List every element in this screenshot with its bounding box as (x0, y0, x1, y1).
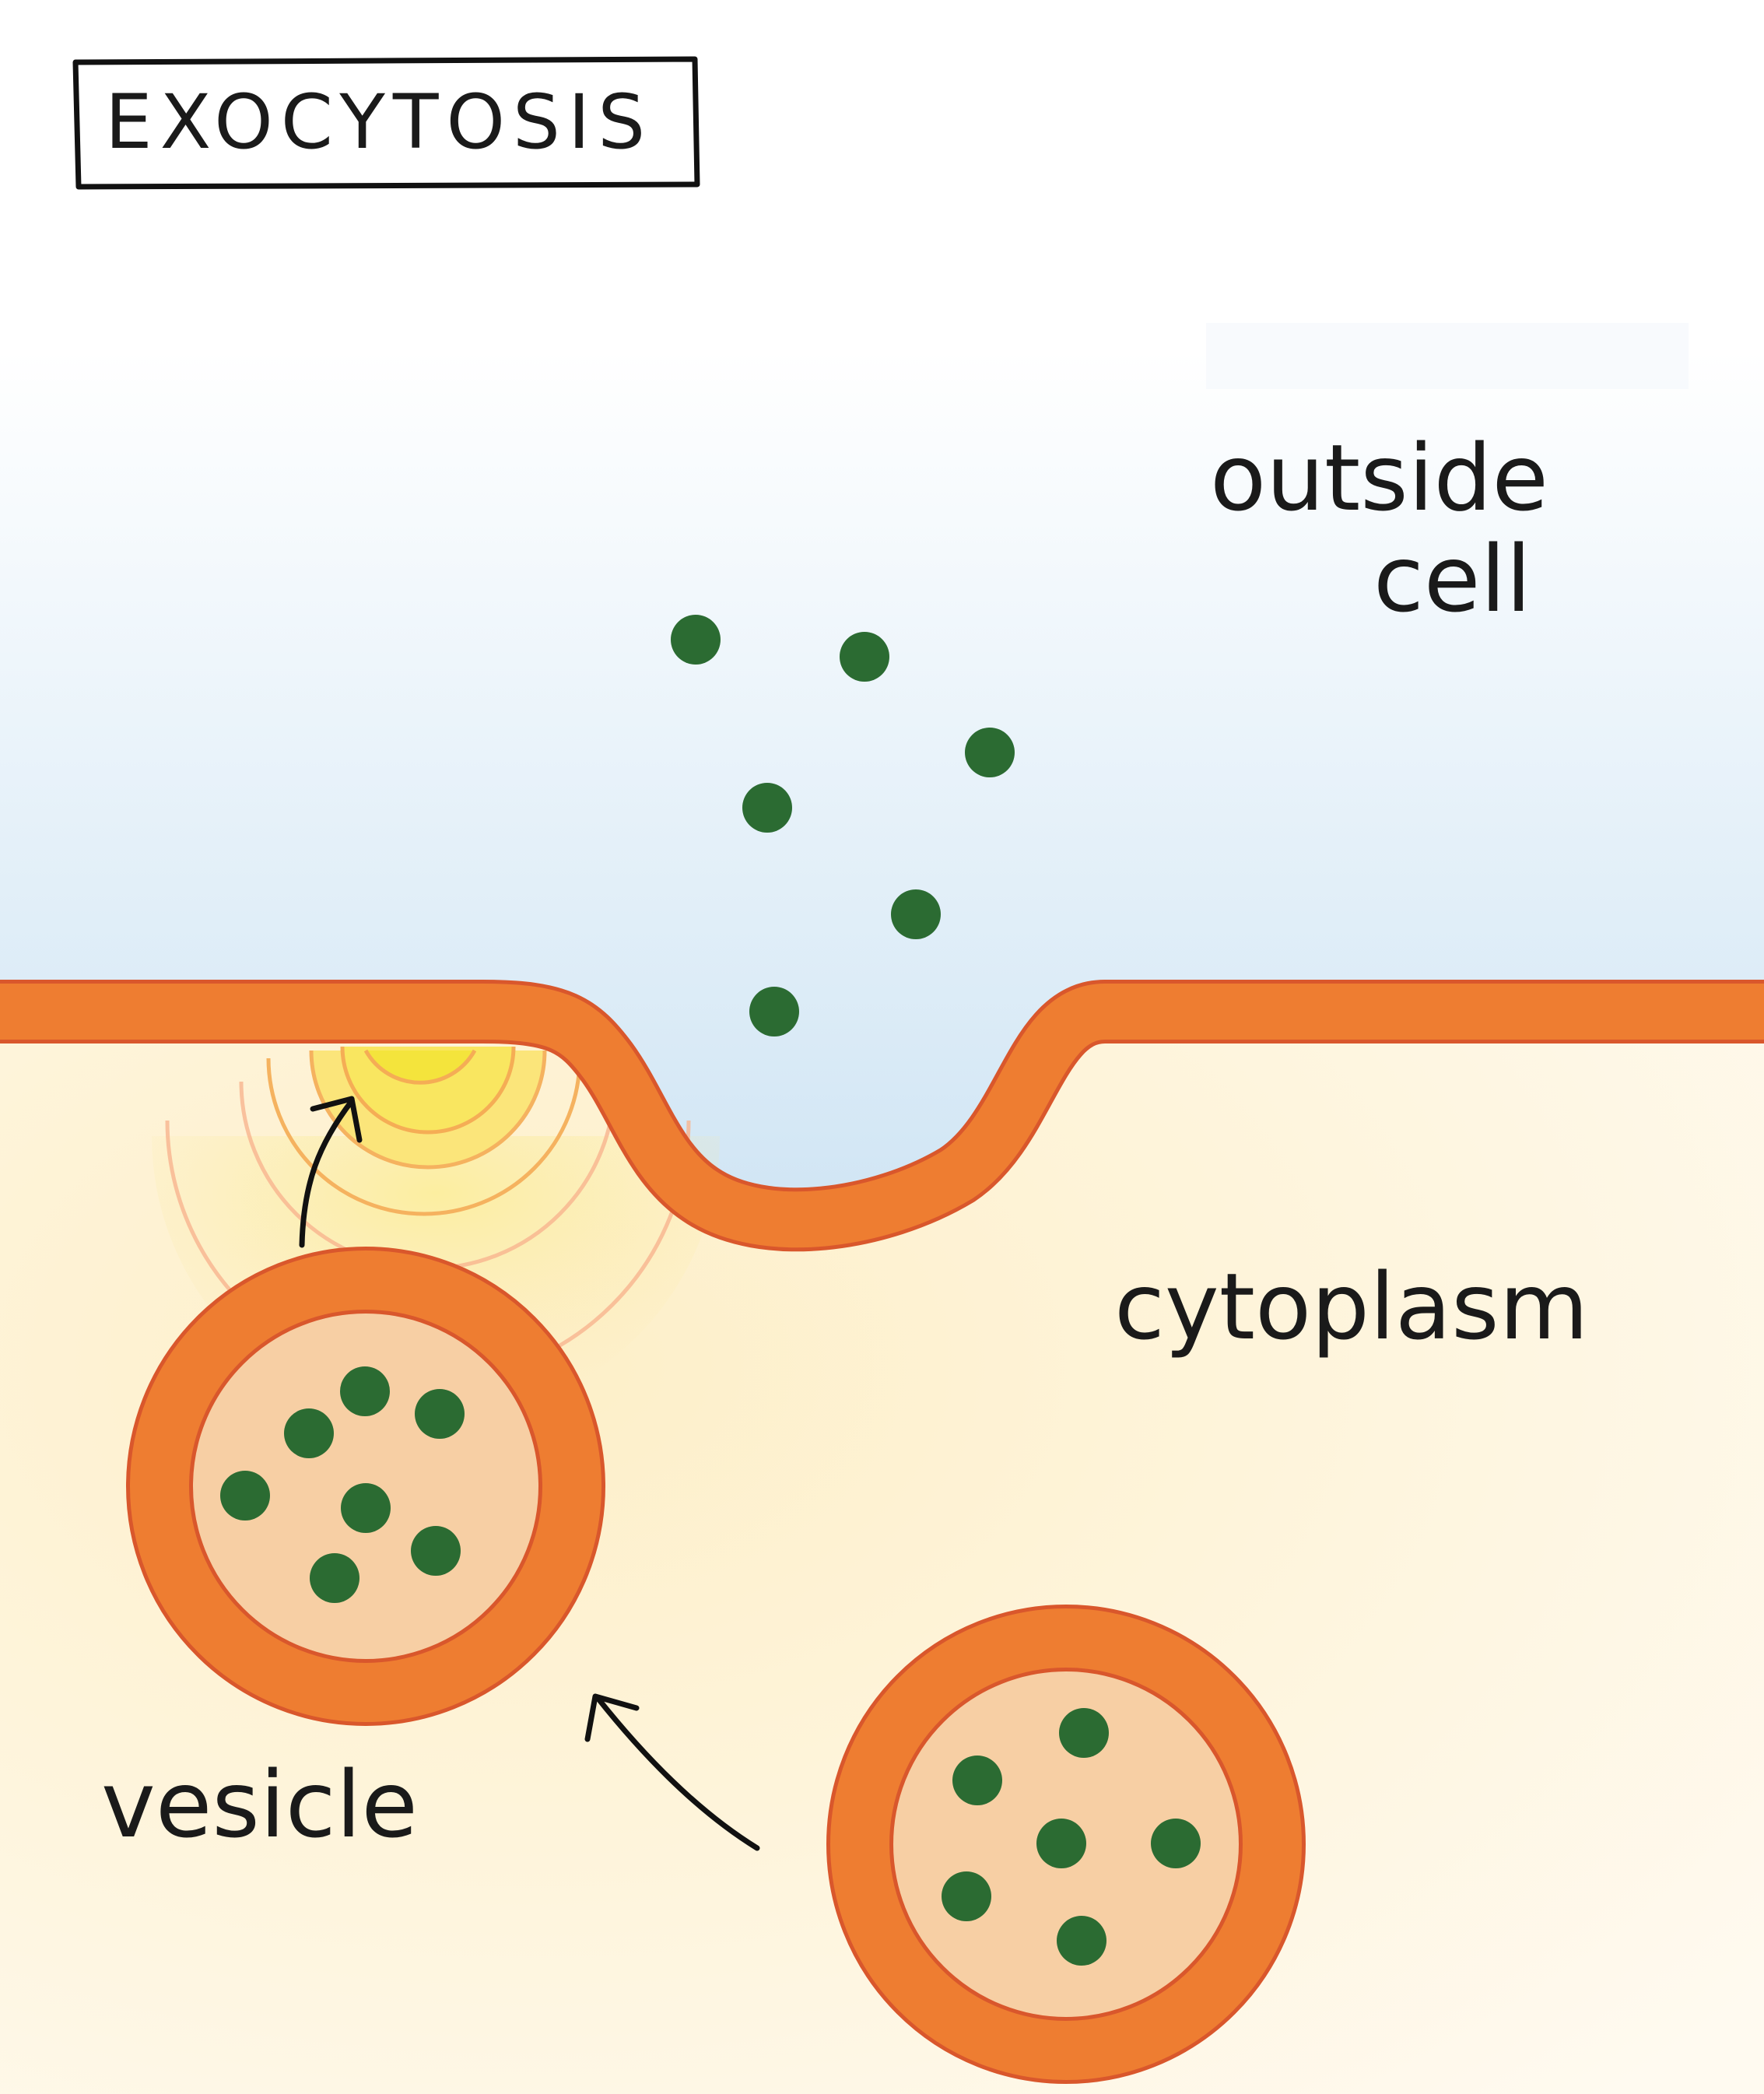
released-molecules (671, 615, 1015, 1036)
label-vesicle: vesicle (101, 1751, 418, 1858)
title-box: EXOCYTOSIS (72, 56, 700, 190)
molecule (340, 1366, 390, 1416)
molecule (1057, 1916, 1106, 1966)
arrow-vesicle-movement (584, 1693, 760, 1851)
molecule (965, 728, 1015, 777)
molecule (411, 1526, 461, 1576)
molecule (220, 1471, 270, 1521)
molecule (1151, 1819, 1201, 1868)
molecule (671, 615, 721, 665)
molecule (415, 1389, 465, 1439)
label-outside: outside (1210, 424, 1548, 531)
molecule (840, 632, 889, 682)
molecule (1059, 1708, 1109, 1758)
molecule (742, 783, 792, 833)
molecule (952, 1756, 1002, 1805)
molecule (310, 1553, 359, 1603)
page-title: EXOCYTOSIS (105, 79, 653, 166)
vesicle-moving (826, 1605, 1306, 2084)
molecule (1036, 1819, 1086, 1868)
molecule (749, 987, 799, 1036)
arrow-to-membrane (299, 1096, 363, 1248)
label-cytoplasm: cytoplasm (1114, 1253, 1589, 1360)
molecule (341, 1483, 391, 1533)
molecule (284, 1408, 334, 1458)
label-cell: cell (1373, 525, 1531, 633)
molecule (891, 889, 941, 939)
vesicle-fusing (126, 1247, 605, 1726)
molecule (942, 1871, 991, 1921)
